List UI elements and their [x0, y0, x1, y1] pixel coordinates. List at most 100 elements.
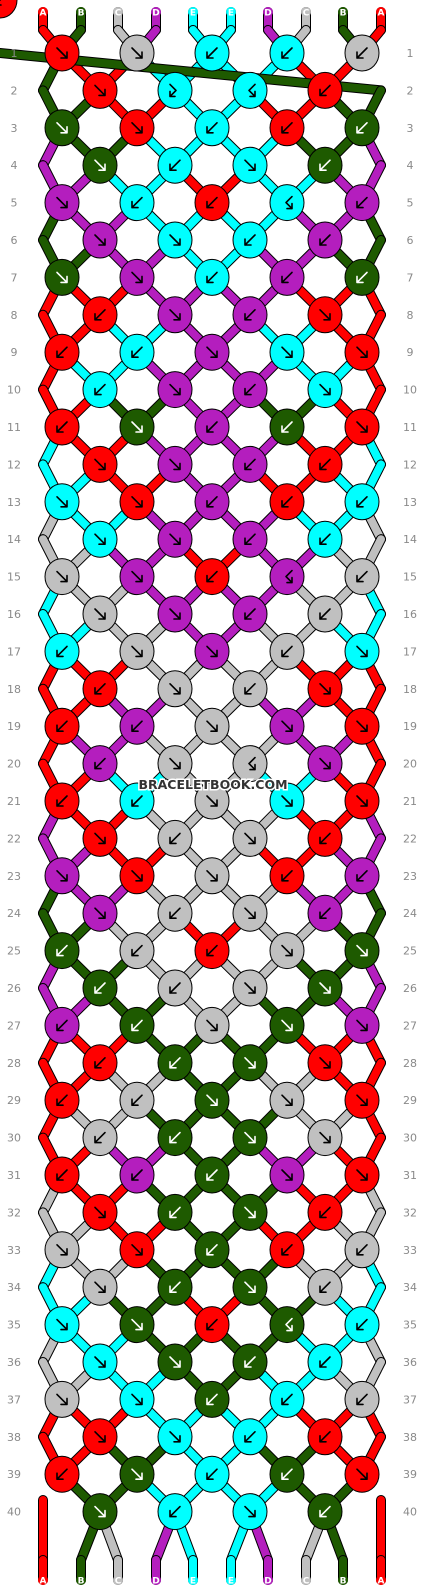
arrow-down-right-icon: [244, 907, 256, 920]
knot-r7-4: [269, 258, 305, 296]
arrow-down-right-icon: [319, 982, 331, 994]
row-number-right: 18: [403, 683, 417, 696]
arrow-down-left-icon: [356, 570, 368, 583]
arrow-down-left-icon: [169, 1505, 181, 1518]
arrow-down-left-icon: [319, 458, 331, 471]
knot-r5-3: [194, 184, 230, 222]
knot-r9-2: [119, 333, 155, 371]
row-number-left: 3: [11, 122, 18, 135]
arrow-down-right-icon: [356, 795, 368, 807]
knot-r20-1: [82, 745, 118, 783]
row-number-right: 11: [403, 421, 417, 434]
arrow-down-right-icon: [56, 1393, 68, 1406]
knot-r13-2: [119, 483, 155, 521]
arrow-down-right-icon: [356, 1094, 368, 1106]
top-string-letter: C: [115, 9, 122, 19]
arrow-down-left-icon: [131, 346, 143, 359]
knot-r3-2: [119, 109, 155, 147]
arrow-down-left-icon: [94, 982, 106, 994]
top-string-letter: D: [152, 9, 159, 19]
arrow-down-left-icon: [94, 757, 106, 770]
knot-r33-2: [119, 1231, 155, 1269]
arrow-down-left-icon: [356, 1318, 368, 1331]
arrow-down-right-icon: [319, 308, 331, 321]
knot-r23-2: [119, 857, 155, 895]
knot-r38-3: [232, 1418, 268, 1456]
knot-r39-5: [344, 1455, 380, 1493]
arrow-down-left-icon: [244, 682, 256, 695]
row-number-left: 28: [7, 1057, 21, 1070]
arrow-down-left-icon: [319, 1356, 331, 1368]
knot-r14-2: [157, 520, 193, 558]
arrow-down-right-icon: [319, 682, 331, 695]
arrow-down-right-icon: [169, 608, 181, 620]
arrow-down-left-icon: [56, 720, 68, 733]
bottom-string-cap-6: [263, 1575, 273, 1585]
knot-r16-3: [232, 595, 268, 633]
knot-r17-3: [194, 632, 230, 670]
row-number-left: 9: [11, 346, 18, 359]
knot-r15-3: [194, 558, 230, 596]
arrow-down-right-icon: [94, 458, 106, 471]
knot-r39-2: [119, 1455, 155, 1493]
row-number-right: 19: [403, 720, 417, 733]
knot-r6-2: [157, 221, 193, 259]
knot-r26-4: [307, 969, 343, 1007]
arrow-down-left-icon: [356, 271, 368, 284]
arrow-down-right-icon: [244, 1505, 256, 1518]
knot-r1-4: [269, 34, 305, 72]
row-number-right: 40: [403, 1506, 417, 1519]
arrow-down-right-icon: [94, 1505, 106, 1518]
knot-r5-1: [44, 184, 80, 222]
row-number-left: 4: [11, 159, 18, 172]
knot-r12-2: [157, 445, 193, 483]
knot-r22-3: [232, 819, 268, 857]
knot-r35-2: [119, 1306, 155, 1344]
arrow-down-right-icon: [56, 1244, 68, 1256]
knot-r13-4: [269, 483, 305, 521]
row-number-left: 23: [7, 870, 21, 883]
knot-body: [0, 0, 18, 19]
arrow-down-left-icon: [131, 795, 143, 807]
knot-r34-3: [232, 1268, 268, 1306]
bottom-string-letter: E: [228, 1577, 234, 1587]
knot-r3-3: [194, 109, 230, 147]
knot-r13-3: [194, 483, 230, 521]
knot-r27-2: [119, 1006, 155, 1044]
knot-r39-4: [269, 1455, 305, 1493]
knot-r2-2: [157, 71, 193, 109]
bottom-string-letter: C: [115, 1577, 122, 1587]
arrow-down-right-icon: [131, 1318, 143, 1331]
bottom-string-letter: E: [190, 1577, 196, 1587]
knot-r38-4: [307, 1418, 343, 1456]
arrow-down-right-icon: [206, 645, 218, 658]
row-number-right: 23: [403, 870, 417, 883]
knot-r17-2: [119, 632, 155, 670]
row-number-left: 11: [7, 421, 21, 434]
knot-r27-1: [44, 1006, 80, 1044]
knot-r5-5: [344, 184, 380, 222]
knot-r23-4: [269, 857, 305, 895]
arrow-down-left-icon: [206, 1318, 218, 1331]
arrow-down-left-icon: [131, 1094, 143, 1106]
arrow-down-left-icon: [281, 47, 293, 59]
knot-r32-3: [232, 1193, 268, 1231]
row-number-left: 26: [7, 982, 21, 995]
arrow-down-right-icon: [94, 1431, 106, 1443]
bottom-string-cap-7: [301, 1575, 311, 1585]
top-string-cap-2: [113, 7, 123, 17]
arrow-down-left-icon: [356, 869, 368, 882]
top-string-letter: E: [190, 9, 196, 19]
arrow-down-right-icon: [206, 346, 218, 359]
knot-r33-3: [194, 1231, 230, 1269]
arrow-down-right-icon: [94, 1206, 106, 1219]
arrow-down-right-icon: [356, 346, 368, 359]
arrow-down-left-icon: [94, 308, 106, 321]
knot-r36-2: [157, 1343, 193, 1381]
arrow-down-right-icon: [281, 720, 293, 733]
row-number-right: 33: [403, 1244, 417, 1257]
knot-r28-2: [157, 1044, 193, 1082]
row-number-left: 25: [7, 945, 21, 958]
row-number-left: 13: [7, 496, 21, 509]
knot-r30-4: [307, 1119, 343, 1157]
